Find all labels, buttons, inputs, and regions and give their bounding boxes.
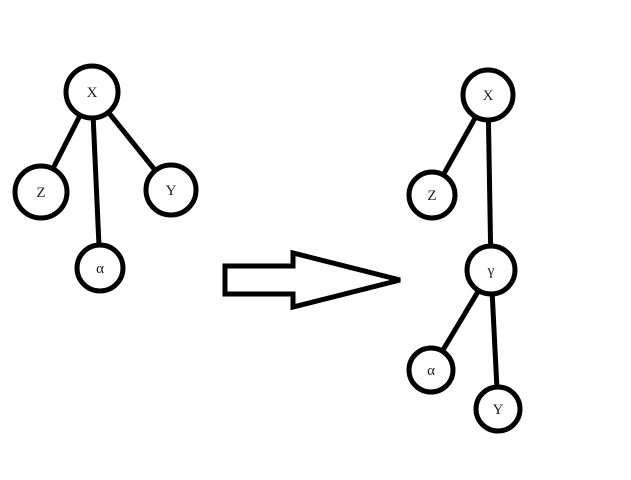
source-tree-node-y[interactable]: Y — [143, 162, 199, 218]
result-tree-node-gamma-label: γ — [487, 263, 495, 279]
result-tree-node-alpha[interactable]: α — [406, 345, 456, 395]
result-tree-node-x-circle — [460, 67, 516, 123]
source-tree-node-x[interactable]: X — [63, 63, 121, 121]
result-tree-node-alpha-label: α — [427, 363, 435, 379]
result-tree-nodes: X Zγ αY — [406, 67, 523, 434]
source-tree-edge-x-alpha — [90, 116, 102, 247]
result-tree-node-y-circle — [473, 384, 523, 434]
source-tree-node-x-circle — [63, 63, 121, 121]
source-tree-node-y-circle — [143, 162, 199, 218]
result-tree-edge-gamma-y — [489, 292, 500, 389]
source-tree-node-y-label: Y — [166, 183, 177, 199]
result-tree-node-y[interactable]: Y — [473, 384, 523, 434]
source-tree-edge-x-y — [105, 109, 158, 173]
source-tree-node-z-circle — [12, 163, 70, 221]
result-tree-edge-x-z — [440, 114, 479, 178]
result-tree-edge-gamma-alpha — [439, 288, 482, 354]
result-tree-edges — [439, 114, 500, 389]
source-tree-nodes: X Zα Y — [12, 63, 199, 294]
result-tree-node-gamma-circle — [464, 243, 518, 297]
result-tree-node-z[interactable]: Z — [406, 169, 458, 221]
source-tree-node-z[interactable]: Z — [12, 163, 70, 221]
result-tree-node-z-label: Z — [427, 188, 436, 204]
result-tree-node-z-circle — [406, 169, 458, 221]
source-tree-node-x-label: X — [87, 85, 98, 101]
result-tree-node-x-label: X — [483, 88, 494, 104]
result-tree-edge-x-gamma — [485, 118, 494, 248]
source-tree-node-z-label: Z — [36, 185, 45, 201]
transformation-arrow-group — [222, 249, 401, 311]
source-tree-node-alpha[interactable]: α — [74, 242, 126, 294]
transformation-arrow-icon — [222, 249, 401, 311]
result-tree-node-x[interactable]: X — [460, 67, 516, 123]
result-tree-node-y-label: Y — [493, 402, 504, 418]
result-tree-node-alpha-circle — [406, 345, 456, 395]
result-tree-node-gamma[interactable]: γ — [464, 243, 518, 297]
source-tree-edge-x-z — [50, 113, 83, 171]
source-tree-edges — [50, 109, 158, 247]
source-tree-node-alpha-label: α — [96, 261, 104, 277]
source-tree-node-alpha-circle — [74, 242, 126, 294]
